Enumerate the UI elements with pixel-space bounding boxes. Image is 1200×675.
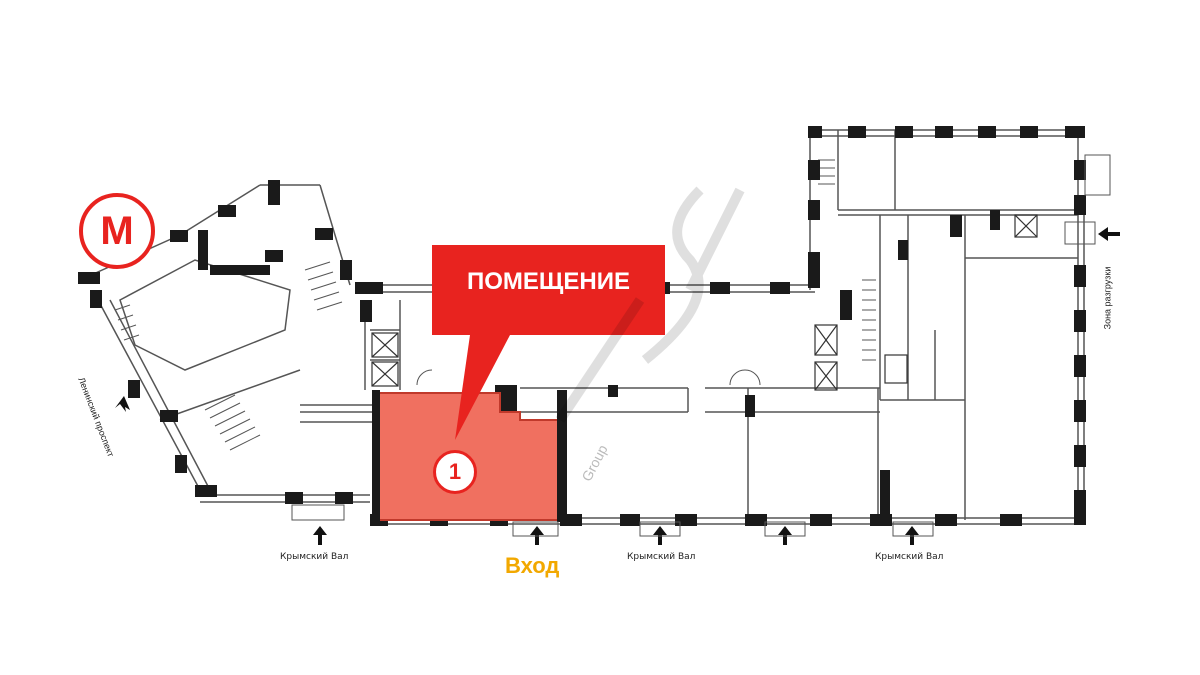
unit-1-left-wall [372,390,380,522]
street-label-krymsky-1: Крымский Вал [280,552,349,562]
stairs [114,159,876,451]
elevators [371,214,1038,391]
street-label-krymsky-3: Крымский Вал [875,552,944,562]
thick-walls [78,126,1086,526]
metro-icon: М [79,193,155,269]
unloading-zone-label: Зона разгрузки [1102,266,1113,330]
callout-label: ПОМЕЩЕНИЕ [467,268,630,295]
entrance-label: Вход [505,553,560,578]
callout-marker [432,245,665,440]
doors [291,154,1111,537]
unit-1-right-wall [557,390,567,522]
unit-number-badge[interactable]: 1 [433,450,477,494]
street-label-krymsky-2: Крымский Вал [627,552,696,562]
watermark [555,186,745,423]
